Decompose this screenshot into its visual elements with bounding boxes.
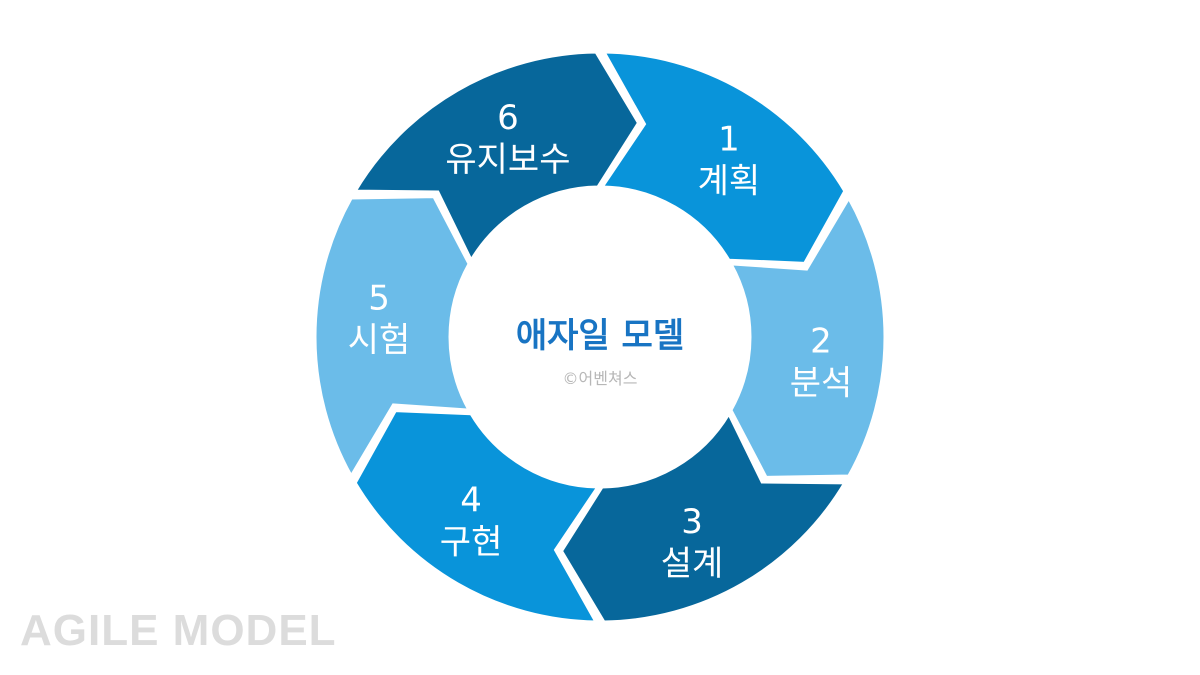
step-number-1: 1 — [718, 119, 740, 159]
step-label-2: 분석 — [790, 363, 853, 403]
step-number-3: 3 — [681, 502, 703, 542]
center-title: 애자일 모델 — [516, 316, 684, 356]
center-copyright: ©어벤쳐스 — [563, 369, 638, 388]
step-label-4: 구현 — [440, 523, 503, 563]
step-number-6: 6 — [497, 98, 519, 138]
step-number-2: 2 — [810, 321, 832, 361]
step-number-5: 5 — [368, 279, 390, 319]
step-number-4: 4 — [460, 481, 482, 521]
step-label-1: 계획 — [698, 161, 761, 201]
step-label-5: 시험 — [348, 321, 411, 361]
footer-title: AGILE MODEL — [20, 606, 337, 655]
step-label-3: 설계 — [661, 544, 724, 584]
center-circle — [450, 187, 750, 487]
step-label-6: 유지보수 — [445, 140, 570, 180]
